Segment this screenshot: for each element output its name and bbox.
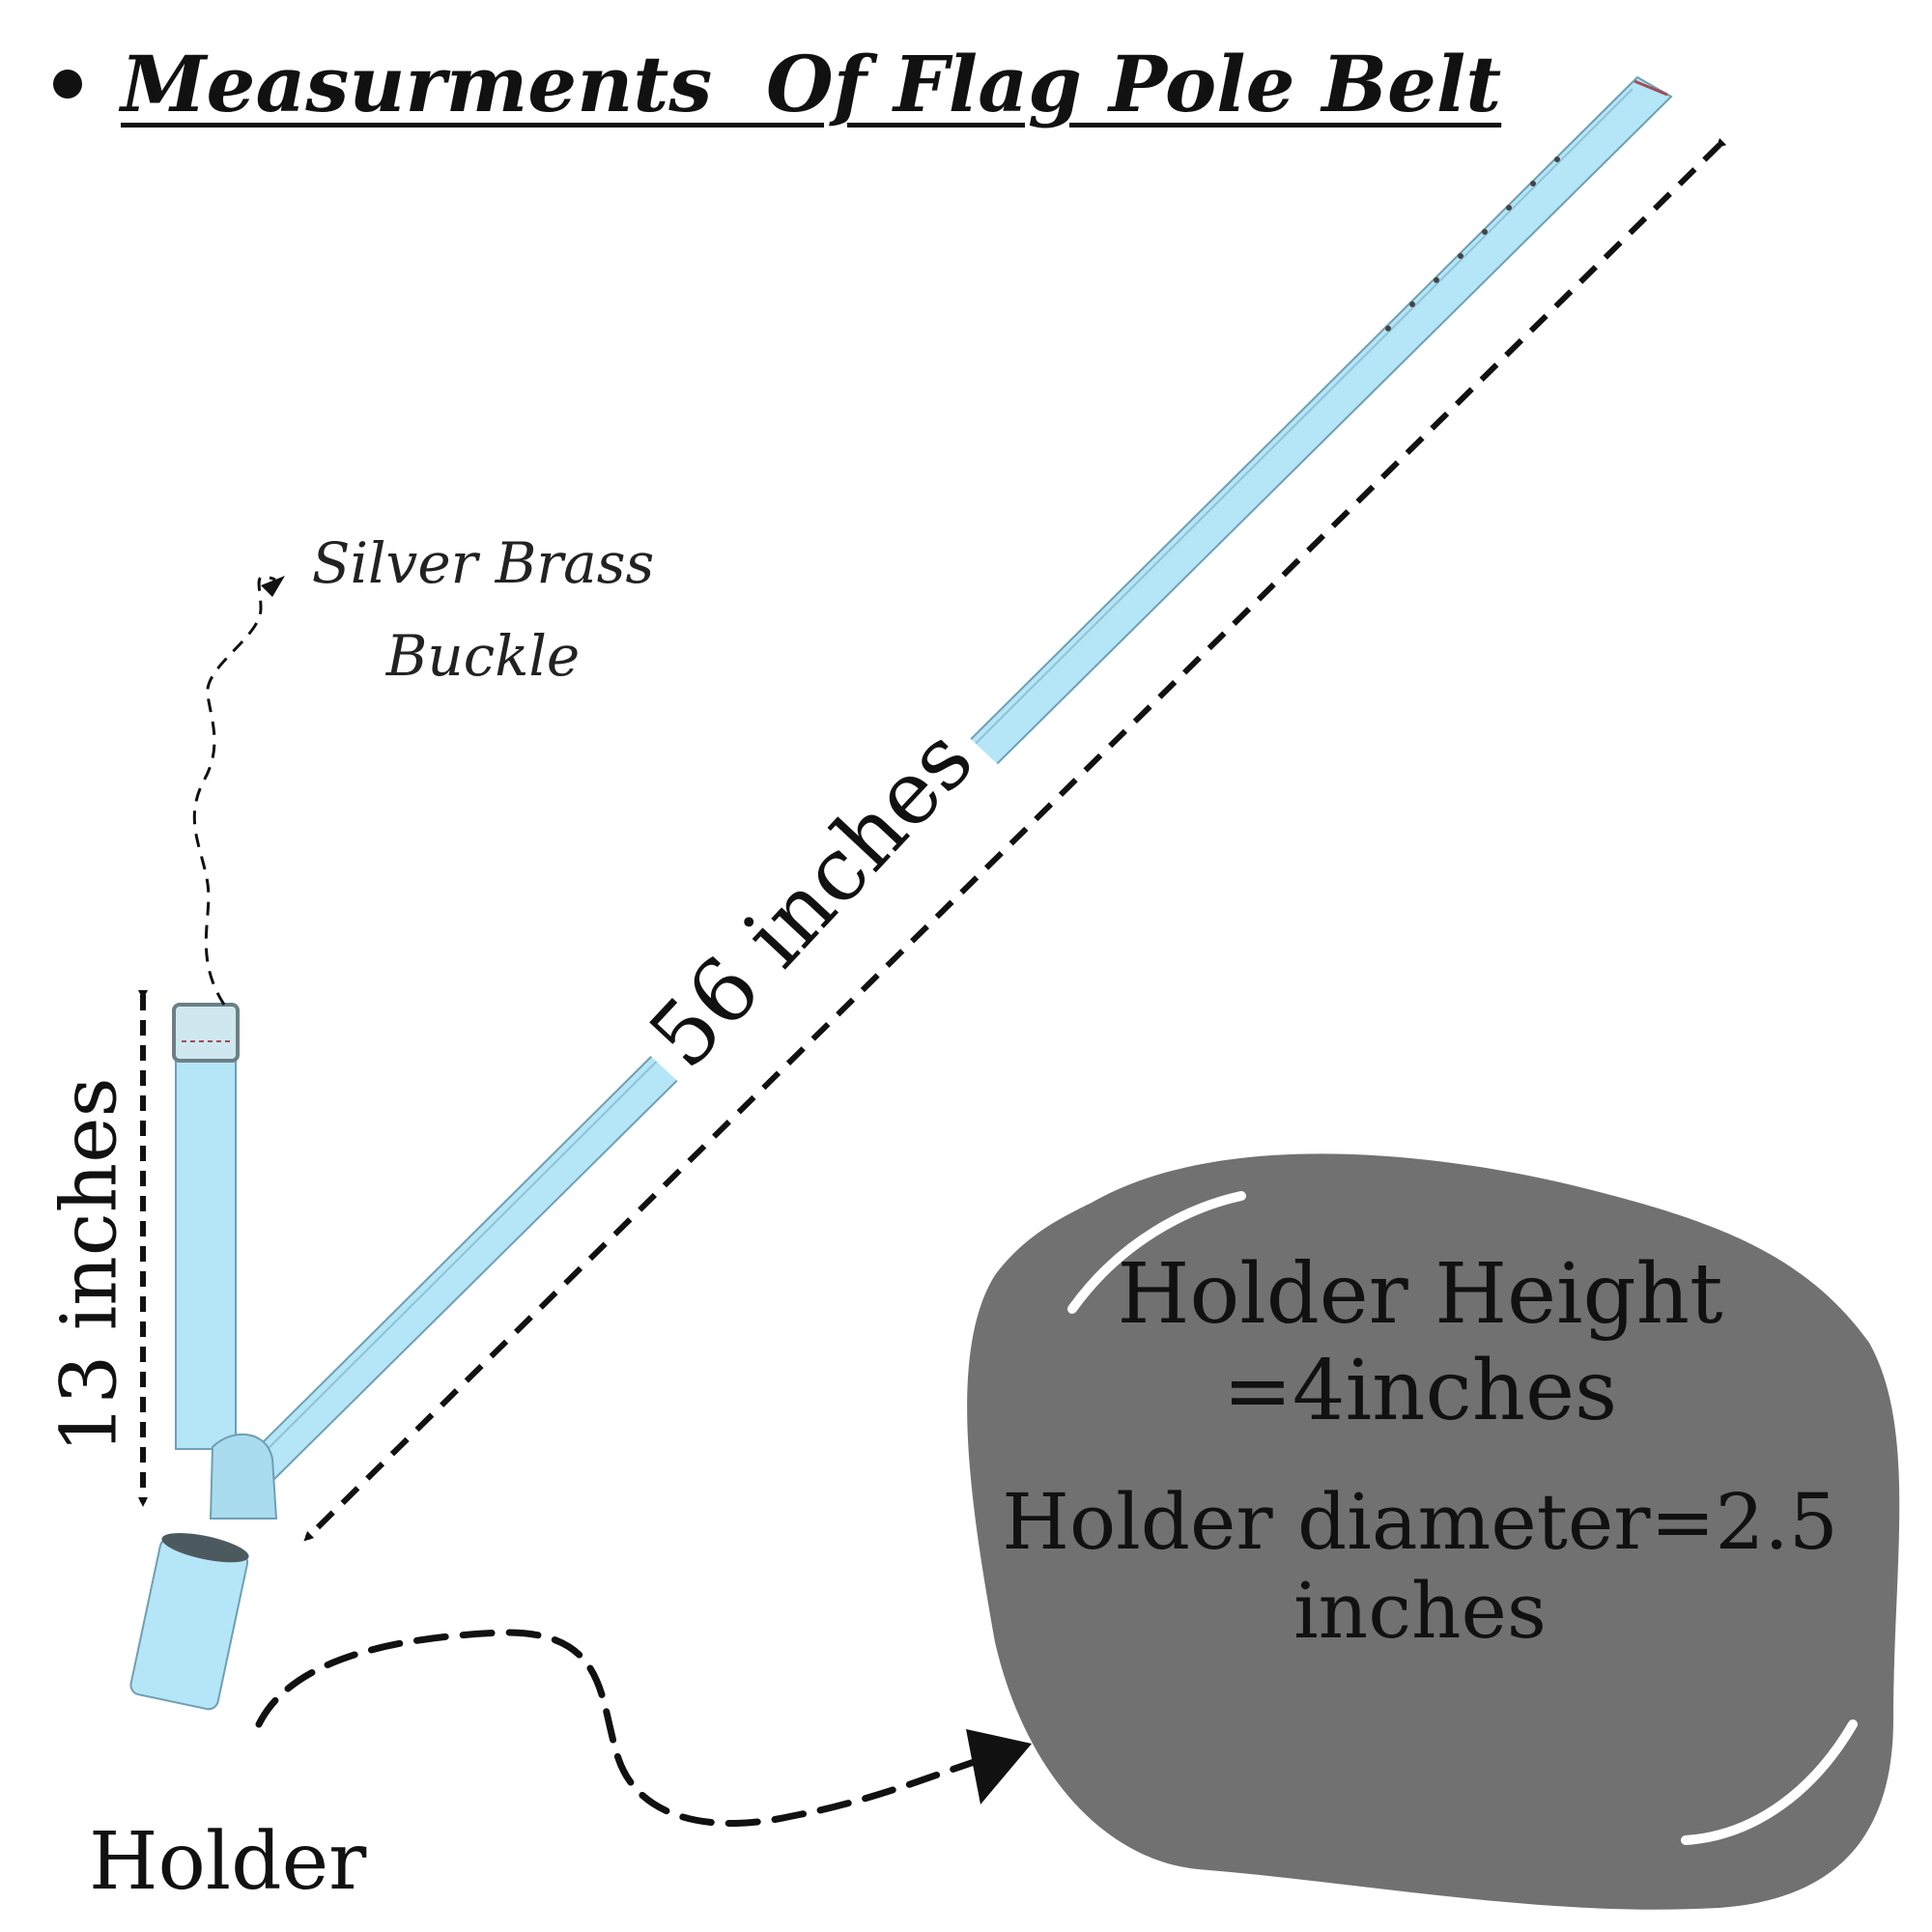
holder-pointer-arrow xyxy=(255,1629,989,1827)
page-title: Measurments Of Flag Pole Belt xyxy=(121,39,1502,129)
belt-strap-short xyxy=(175,1009,237,1450)
holder-label: Holder xyxy=(89,1816,367,1908)
strap-length-label: 13 inches xyxy=(43,1077,134,1454)
holder-arrowhead xyxy=(966,1729,1032,1804)
holder-height-line2: =4inches xyxy=(1222,1343,1618,1439)
junction-tab xyxy=(209,1433,278,1520)
blob-highlight-bottom xyxy=(1681,1719,1858,1845)
buckle-label: Silver Brass Buckle xyxy=(290,517,676,702)
holder-info: Holder Height =4inches Holder diameter=2… xyxy=(985,1246,1855,1656)
holder-height-line1: Holder Height xyxy=(1117,1246,1723,1343)
buckle-label-line1: Silver Brass xyxy=(311,530,655,596)
bullet-icon xyxy=(53,70,82,99)
buckle-arrowhead xyxy=(261,576,285,597)
buckle-pointer-arrow xyxy=(192,575,276,1006)
holder-diameter-line2: inches xyxy=(1293,1566,1547,1656)
holder-cylinder xyxy=(129,1533,249,1711)
buckle-label-line2: Buckle xyxy=(385,623,581,689)
belt-length-arrow xyxy=(303,137,1727,1542)
buckle-icon xyxy=(172,1003,240,1063)
holder-diameter-line1: Holder diameter=2.5 xyxy=(1002,1477,1838,1567)
belt-tip-stitch xyxy=(1634,79,1668,97)
title-row: Measurments Of Flag Pole Belt xyxy=(53,39,1501,129)
